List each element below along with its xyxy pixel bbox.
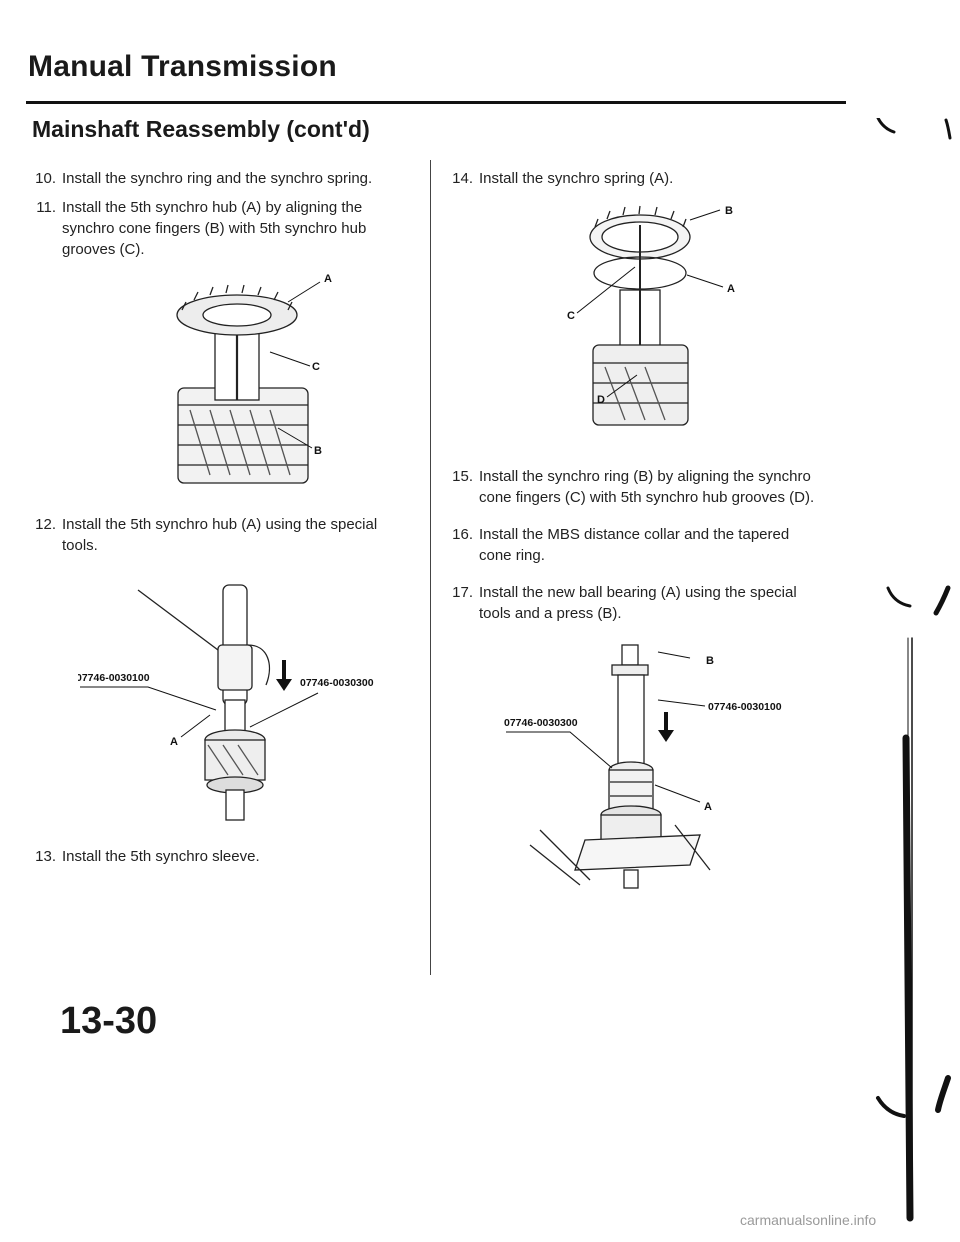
callout-b: B — [314, 445, 322, 457]
callout-c: C — [567, 310, 575, 322]
step-number: 12. — [35, 516, 56, 533]
callout-b: B — [725, 205, 733, 217]
section-title: Mainshaft Reassembly (cont'd) — [32, 116, 370, 142]
step-text: cone ring. — [479, 547, 545, 564]
step-number: 14. — [452, 170, 473, 187]
tool-number-07746-0030300: 07746-0030300 — [504, 717, 578, 729]
callout-a: A — [727, 283, 735, 295]
step-11: 11. Install the 5th synchro hub (A) by a… — [28, 197, 428, 263]
callout-a: A — [324, 273, 332, 285]
step-17: 17. Install the new ball bearing (A) usi… — [445, 582, 845, 626]
column-divider — [430, 160, 431, 975]
step-text: tools. — [62, 537, 98, 554]
step-text: Install the 5th synchro hub (A) using th… — [62, 516, 378, 533]
fig-special-tools-hub: 07746-0030100 07746-0030300 A — [78, 584, 374, 821]
tool-number-07746-0030100: 07746-0030100 — [708, 701, 782, 713]
step-text: cone fingers (C) with 5th synchro hub gr… — [479, 489, 815, 506]
step-text: Install the synchro ring and the synchro… — [62, 170, 373, 187]
step-number: 11. — [36, 199, 56, 216]
tool-number-07746-0030300: 07746-0030300 — [300, 677, 374, 689]
step-number: 17. — [452, 584, 473, 601]
step-text: Install the MBS distance collar and the … — [479, 526, 790, 543]
watermark-text: carmanualsonline.info — [740, 1212, 877, 1228]
callout-d: D — [597, 394, 605, 406]
step-text: tools and a press (B). — [479, 605, 622, 622]
step-number: 16. — [452, 526, 473, 543]
step-text: Install the synchro spring (A). — [479, 170, 674, 187]
step-text: Install the new ball bearing (A) using t… — [479, 584, 797, 601]
page-number: 13-30 — [60, 1000, 158, 1042]
callout-a: A — [704, 801, 712, 813]
binder-margin-marks — [876, 118, 952, 1222]
step-text: Install the 5th synchro sleeve. — [62, 848, 260, 865]
step-13: 13. Install the 5th synchro sleeve. — [28, 846, 428, 868]
callout-a: A — [170, 736, 178, 748]
callout-c: C — [312, 361, 320, 373]
title-rule — [26, 101, 846, 104]
step-16: 16. Install the MBS distance collar and … — [445, 524, 845, 568]
step-12: 12. Install the 5th synchro hub (A) usin… — [28, 514, 428, 558]
step-number: 15. — [452, 468, 473, 485]
fig-ball-bearing-press: B 07746-0030100 07746-0030300 A — [504, 644, 782, 889]
step-text: Install the synchro ring (B) by aligning… — [479, 468, 811, 485]
step-10: 10. Install the synchro ring and the syn… — [28, 168, 428, 190]
fig-synchro-hub: A C B — [176, 273, 332, 484]
fig-synchro-spring: B A C D — [567, 205, 735, 426]
step-15: 15. Install the synchro ring (B) by alig… — [445, 466, 845, 510]
callout-b: B — [706, 655, 714, 667]
step-text: grooves (C). — [62, 241, 145, 258]
step-number: 10. — [35, 170, 56, 187]
page-title: Manual Transmission — [28, 50, 337, 83]
tool-number-07746-0030100: 07746-0030100 — [78, 672, 150, 684]
step-14: 14. Install the synchro spring (A). — [445, 168, 845, 190]
step-text: Install the 5th synchro hub (A) by align… — [62, 199, 363, 216]
step-number: 13. — [35, 848, 56, 865]
step-text: synchro cone fingers (B) with 5th synchr… — [62, 220, 367, 237]
